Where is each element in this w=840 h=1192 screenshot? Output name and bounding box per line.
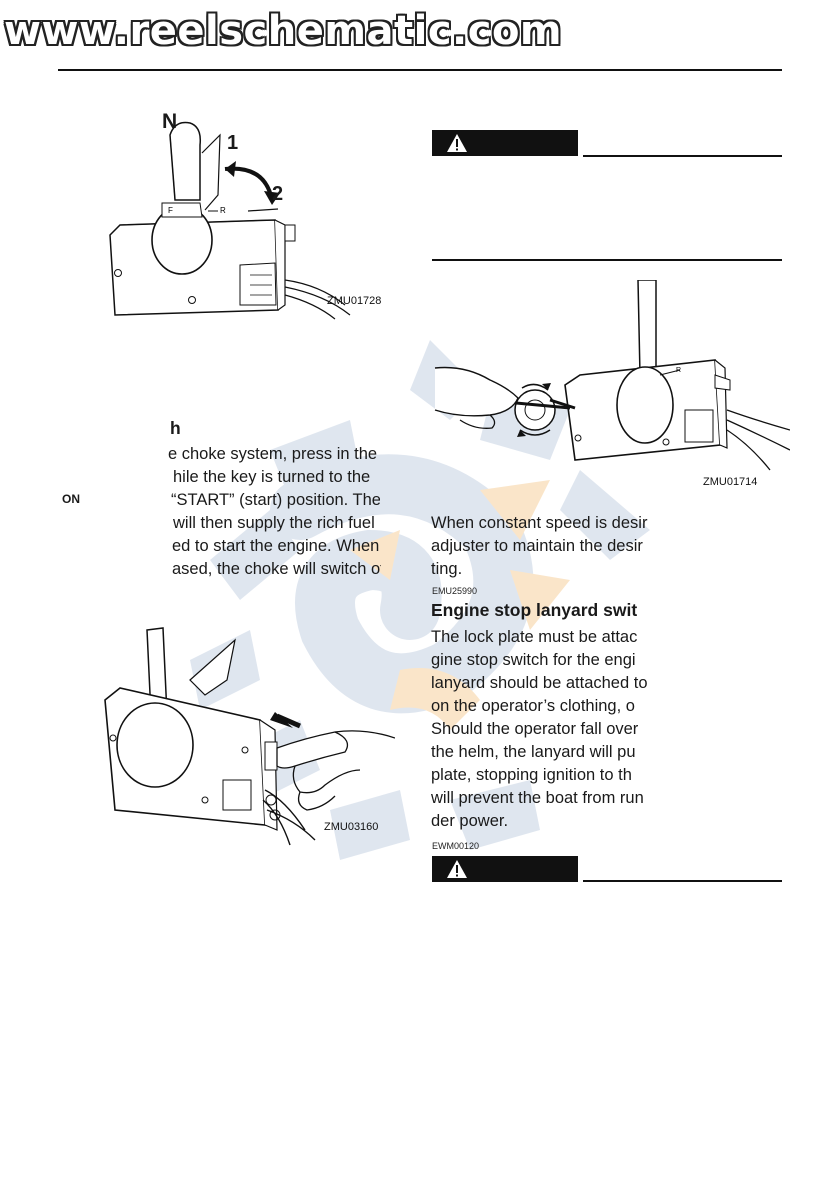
figure-code: ZMU01728 — [327, 295, 382, 307]
paragraph-line: will prevent the boat from run — [431, 789, 644, 807]
paragraph-line: the helm, the lanyard will pu — [431, 743, 636, 761]
warning-badge — [432, 130, 578, 156]
choke-press-figure — [104, 627, 395, 846]
figure-code: ZMU01714 — [703, 476, 758, 488]
paragraph-line: gine stop switch for the engi — [431, 651, 636, 669]
section-code: EMU25990 — [432, 586, 478, 596]
site-watermark: www.reelschematic.com — [4, 8, 563, 54]
paragraph-line: The lock plate must be attac — [431, 628, 638, 646]
paragraph-line: ased, the choke will switch off — [172, 560, 381, 578]
svg-text:F: F — [168, 206, 173, 215]
warning-top-rule — [583, 155, 782, 157]
svg-text:R: R — [676, 367, 681, 374]
control-box-lever-figure: F R — [109, 121, 351, 320]
paragraph-line: e choke system, press in the — [168, 445, 378, 463]
paragraph-line: When constant speed is desir — [431, 514, 648, 532]
warning-triangle-icon — [447, 860, 467, 878]
paragraph-line: Should the operator fall over — [431, 720, 639, 738]
figure-label-1: 1 — [227, 132, 239, 154]
paragraph-line: der power. — [431, 812, 509, 830]
section-heading-fragment: h — [170, 418, 181, 438]
figure-code: ZMU03160 — [324, 821, 379, 833]
side-label: ON — [62, 492, 80, 506]
friction-adjuster-figure: R — [434, 280, 790, 471]
figure-label-2: 2 — [272, 183, 284, 205]
paragraph-line: will then supply the rich fuel — [173, 514, 375, 532]
paragraph-line: “START” (start) position. The — [171, 491, 380, 509]
paragraph-line: plate, stopping ignition to th — [431, 766, 632, 784]
section-heading: Engine stop lanyard swit — [431, 600, 638, 620]
faded-logo-watermark — [190, 340, 650, 860]
paragraph-line: lanyard should be attached to — [431, 674, 648, 692]
warning-triangle-icon — [447, 134, 467, 152]
warning-bottom-rule — [432, 259, 782, 261]
paragraph-line: ed to start the engine. When — [172, 537, 380, 555]
paragraph-line: on the operator’s clothing, o — [431, 697, 635, 715]
paragraph-line: ting. — [431, 560, 463, 578]
svg-text:R: R — [220, 206, 226, 215]
warning-top-rule — [583, 880, 782, 882]
paragraph-line: adjuster to maintain the desir — [431, 537, 643, 555]
figure-label-n: N — [162, 110, 178, 133]
section-code: EWM00120 — [432, 841, 480, 851]
paragraph-line: hile the key is turned to the — [173, 468, 371, 486]
header-rule — [58, 69, 782, 71]
warning-badge — [432, 856, 578, 882]
